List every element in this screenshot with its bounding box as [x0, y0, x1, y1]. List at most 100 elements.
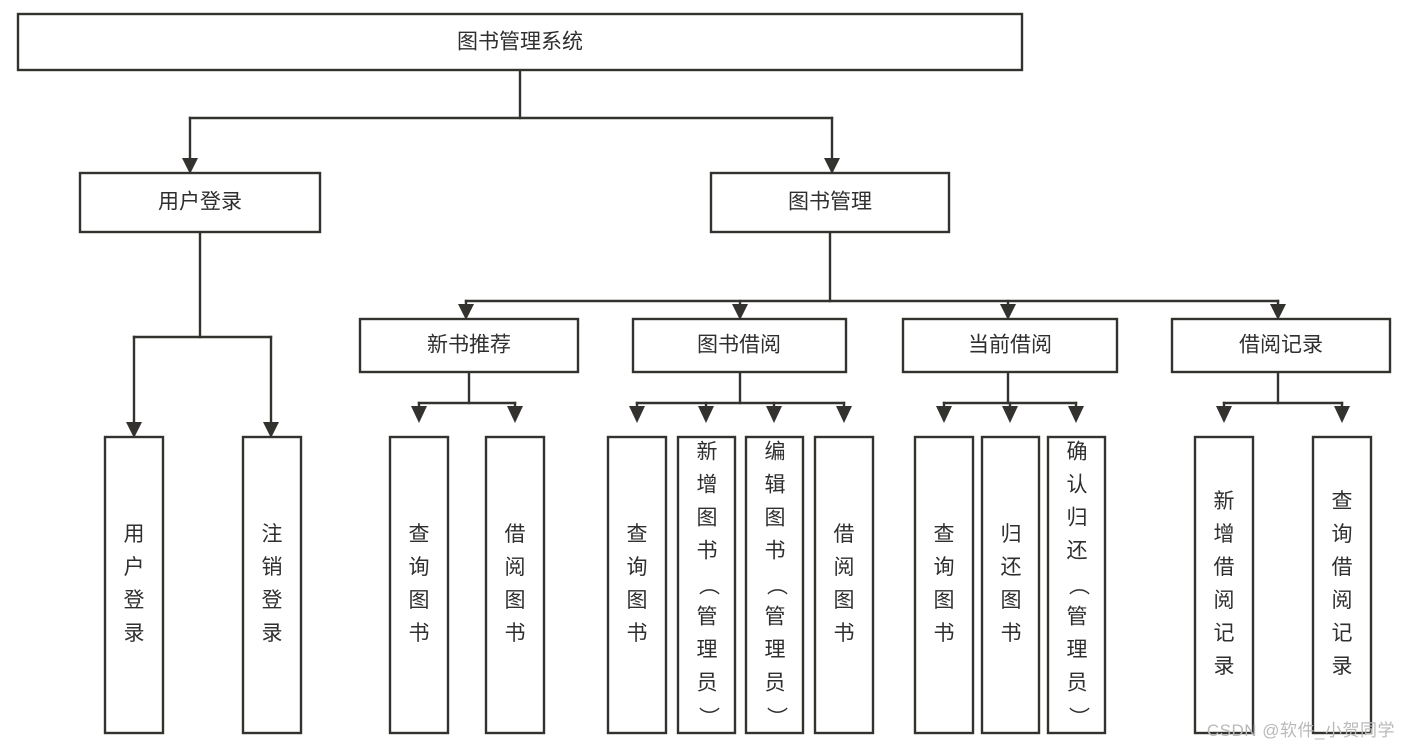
node-user-login-box[interactable] [78, 171, 322, 234]
leaf-box[interactable] [103, 435, 165, 735]
svg-text:录: 录 [1214, 655, 1235, 678]
svg-text:认: 认 [1067, 474, 1088, 497]
leaf-box[interactable] [913, 435, 975, 735]
node-current-borrow-box[interactable] [901, 317, 1119, 374]
edges-root-to-level1 [182, 68, 840, 174]
svg-text:查: 查 [627, 523, 648, 546]
svg-text:新: 新 [1214, 490, 1235, 513]
node-book-manage-label: 图书管理 [788, 191, 872, 214]
node-root-box[interactable] [16, 12, 1024, 72]
svg-text:还: 还 [1001, 556, 1022, 579]
svg-text:用: 用 [124, 523, 145, 546]
arrow-bb-l2 [698, 406, 714, 423]
svg-text:管: 管 [697, 606, 718, 629]
leaf-box[interactable] [1311, 435, 1373, 735]
arrow-ul-leaf2 [263, 422, 279, 438]
svg-text:书: 书 [505, 622, 526, 645]
leaf-box[interactable] [676, 435, 737, 735]
svg-text:书: 书 [409, 622, 430, 645]
node-new-book-recommend-box[interactable] [358, 317, 580, 374]
node-new-book-recommend[interactable]: 新书推荐 [358, 317, 580, 374]
leaf-box[interactable] [1193, 435, 1255, 735]
leaf-box[interactable] [980, 435, 1041, 735]
leaf-box[interactable] [606, 435, 668, 735]
arrow-to-book-manage [824, 158, 840, 174]
svg-text:新: 新 [697, 441, 718, 464]
svg-text:借: 借 [834, 523, 855, 546]
node-book-borrow[interactable]: 图书借阅 [631, 317, 848, 374]
svg-text:员: 员 [765, 672, 786, 695]
node-borrow-record-label: 借阅记录 [1239, 334, 1323, 357]
node-user-login-label: 用户登录 [158, 191, 242, 214]
leaf-box[interactable] [388, 435, 450, 735]
svg-text:书: 书 [934, 622, 955, 645]
svg-text:注: 注 [262, 523, 283, 546]
node-borrow-record-box[interactable] [1170, 317, 1392, 374]
svg-text:借: 借 [1332, 556, 1353, 579]
leaf-box[interactable] [813, 435, 875, 735]
node-user-login[interactable]: 用户登录 [78, 171, 322, 234]
node-book-borrow-box[interactable] [631, 317, 848, 374]
arrow-nb-l2 [507, 406, 523, 423]
arrow-bm-c2 [732, 304, 748, 320]
svg-text:图: 图 [505, 589, 526, 612]
svg-text:员: 员 [697, 672, 718, 695]
node-current-borrow[interactable]: 当前借阅 [901, 317, 1119, 374]
node-current-borrow-label: 当前借阅 [968, 334, 1052, 357]
leaf-box[interactable] [484, 435, 546, 735]
node-book-manage[interactable]: 图书管理 [709, 171, 951, 234]
svg-text:（: （ [696, 575, 719, 596]
leaf-box[interactable] [1046, 435, 1107, 735]
arrow-bb-l1 [629, 406, 645, 423]
svg-text:户: 户 [124, 556, 145, 579]
leaf-node-user-login[interactable]: 用户登录 [103, 435, 165, 735]
svg-text:销: 销 [262, 556, 283, 579]
svg-text:图: 图 [697, 507, 718, 530]
leaf-box[interactable] [241, 435, 303, 735]
svg-text:）: ） [696, 707, 719, 728]
node-book-manage-box[interactable] [709, 171, 951, 234]
svg-text:增: 增 [1214, 523, 1235, 546]
svg-text:归: 归 [1001, 523, 1022, 546]
node-borrow-record[interactable]: 借阅记录 [1170, 317, 1392, 374]
svg-text:归: 归 [1067, 507, 1088, 530]
svg-text:书: 书 [1001, 622, 1022, 645]
svg-text:询: 询 [627, 556, 648, 579]
svg-text:书: 书 [627, 622, 648, 645]
leaf-box[interactable] [744, 435, 805, 735]
arrow-cb-l1 [936, 406, 952, 423]
svg-text:（: （ [764, 575, 787, 596]
arrow-ul-leaf1 [126, 422, 142, 438]
svg-text:编: 编 [765, 441, 786, 464]
svg-text:理: 理 [697, 639, 718, 662]
node-root[interactable]: 图书管理系统 [16, 12, 1024, 72]
svg-text:增: 增 [697, 474, 718, 497]
svg-text:记: 记 [1214, 622, 1235, 645]
svg-text:录: 录 [262, 622, 283, 645]
node-root-label: 图书管理系统 [457, 31, 583, 54]
edges-book-borrow-to-leaves [629, 370, 852, 423]
